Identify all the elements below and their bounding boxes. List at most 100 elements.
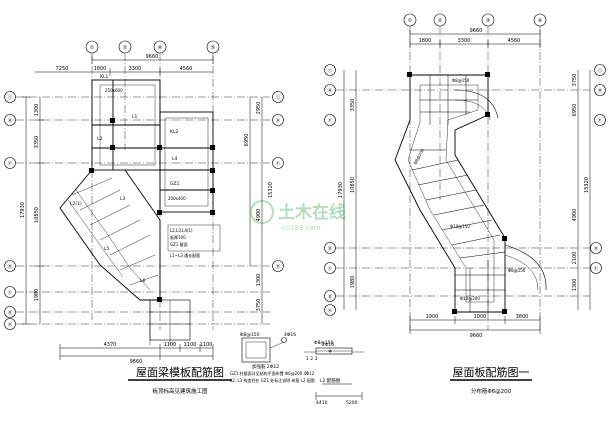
right-left-dim-3: 10850 — [350, 177, 356, 193]
left-top-dim-a: 1800 — [94, 66, 107, 72]
right-top-axis-2: ② — [438, 18, 443, 24]
detail-note-2: L2, L3 构造柱在 GZ1 处标注说明 纵筋 L2 配筋 — [230, 377, 315, 383]
left-note-2: 板厚100 — [170, 234, 186, 240]
left-dim-v2: 3350 — [34, 136, 40, 149]
right-slab — [394, 74, 547, 313]
left-dim-v1: 1300 — [34, 104, 40, 117]
right-top-dim-a: 1800 — [419, 38, 432, 44]
right-bottom-dim-1: 1900 — [426, 314, 439, 320]
left-plan — [4, 40, 284, 381]
left-bottom-total: 9660 — [130, 359, 143, 365]
right-axis-I: Ⓘ — [328, 67, 333, 74]
right-right-dim-6: 1300 — [572, 279, 578, 292]
rebar-label-1: Φ8@150 — [452, 78, 470, 83]
right-axis-H: Ⓗ — [328, 87, 333, 94]
detail-beam-label: L2 配筋图 — [320, 377, 341, 384]
right-top-dimensions — [409, 30, 541, 48]
detail-beam-bot-prefix: 4410 — [316, 400, 328, 406]
left-top-dim-total: 9660 — [146, 54, 159, 60]
right-right-dim-2: 6950 — [572, 104, 578, 117]
right-top-dim-c: 4560 — [508, 38, 521, 44]
left-axis-H-right: Ⓗ — [276, 117, 281, 124]
right-top-dim-total: 9660 — [470, 28, 483, 34]
beam-label-l2-1: L2(1) — [70, 201, 82, 207]
right-axis-C: Ⓒ — [328, 265, 333, 272]
right-plan-subtitle: 分布筋Φ6@200 — [471, 387, 512, 395]
left-dim-v3: 17930 — [20, 202, 26, 218]
left-structure — [59, 79, 214, 345]
beam-label-l5: L5 — [104, 246, 110, 252]
left-top-axis-4: ④ — [158, 45, 163, 51]
left-dim-v4: 10850 — [34, 207, 40, 223]
left-right-dim-2: 6950 — [244, 134, 250, 147]
left-right-dim-1: 2950 — [256, 102, 262, 115]
beam-label-kl2: KL2 — [170, 129, 178, 135]
left-note-1: L2,L3,L4(1) — [170, 228, 193, 233]
left-axis-I-right: Ⓘ — [276, 94, 281, 101]
left-top-dim-left: 7250 — [56, 66, 69, 72]
right-top-dim-b: 3300 — [458, 38, 471, 44]
watermark: 土木在线 co188.com — [250, 200, 346, 232]
left-plan-title: 屋面梁模板配筋图 — [136, 365, 224, 379]
beam-label-l6: L6 — [140, 278, 146, 284]
right-axis-H-east: Ⓗ — [598, 87, 603, 94]
left-right-dim-3: 15320 — [268, 182, 274, 198]
beam-label-l2: L2 — [97, 136, 103, 142]
left-top-dimensions — [35, 56, 214, 76]
left-top-dim-b: 3300 — [129, 66, 142, 72]
left-plan-subtitle: 板顶标高见建筑施工图 — [152, 387, 208, 395]
left-note-4: L1~L3 通长配筋 — [170, 252, 200, 258]
beam-label-l4: L4 — [172, 156, 178, 162]
left-axis-A: Ⓐ — [8, 321, 13, 328]
right-plan-title: 屋面板配筋图一 — [453, 365, 530, 379]
right-axis-B: Ⓑ — [328, 293, 333, 300]
detail-beam-top: 2Φ16 — [322, 342, 334, 348]
right-right-dim-5: 2100 — [572, 252, 578, 265]
right-axis-C-east: Ⓒ — [594, 265, 599, 272]
right-bottom-total: 9660 — [470, 333, 483, 339]
right-axis-I-east: Ⓘ — [598, 67, 603, 74]
left-top-axis-1: ① — [90, 45, 95, 51]
left-top-axis-bubbles — [85, 40, 220, 330]
detail-caption-a: 加强筋 2Φ12 — [252, 363, 279, 370]
right-axis-A: Ⓐ — [328, 307, 333, 314]
rebar-label-4: Φ8@150 — [508, 268, 526, 273]
left-axis-D-right: Ⓓ — [276, 263, 281, 270]
beam-size-a: 250x600 — [105, 88, 123, 93]
right-top-axis-bubbles — [403, 13, 547, 330]
left-axis-C: Ⓒ — [8, 289, 13, 296]
right-columns — [407, 72, 507, 314]
left-axis-I: Ⓘ — [8, 94, 13, 101]
left-side-dimensions — [22, 96, 44, 325]
left-side-axis-bubbles — [4, 91, 270, 330]
right-axis-D-east: Ⓓ — [594, 245, 599, 252]
left-top-dim-c: 4560 — [180, 66, 193, 72]
detail-legend-b: 4Φ16 — [284, 332, 296, 338]
left-bottom-dim-3: 1100 — [184, 342, 197, 348]
detail-section — [241, 337, 364, 400]
right-right-dim-4: 4900 — [572, 209, 578, 222]
left-right-dim-6: 3750 — [256, 299, 262, 312]
detail-note-1: GZ1 柱截面详见结构平面布置 Φ6@200 4Φ12 — [230, 370, 315, 376]
left-right-axis-bubbles — [249, 91, 284, 324]
left-top-axis-2: ② — [123, 45, 128, 51]
watermark-sub: co188.com — [282, 224, 321, 232]
left-axis-D: Ⓓ — [8, 263, 13, 270]
right-side-dimensions — [343, 70, 591, 310]
right-axis-F: Ⓕ — [328, 117, 333, 124]
left-dim-v5: 1980 — [34, 289, 40, 302]
right-top-axis-3: ③ — [486, 18, 490, 24]
right-left-dim-2: 17930 — [338, 182, 344, 198]
watermark-logo-icon — [250, 200, 274, 224]
left-right-dim-5: 1300 — [256, 274, 262, 287]
beam-size-b: 200x400 — [168, 196, 186, 201]
left-bottom-dim-1: 4370 — [104, 342, 117, 348]
right-axis-D: Ⓓ — [328, 245, 333, 252]
detail-beam-bot: 5200 — [346, 400, 358, 406]
beam-label-gz1: GZ1 — [170, 181, 180, 187]
left-columns — [89, 118, 215, 302]
left-top-axis-5: ⑤ — [211, 45, 215, 51]
detail-caption-b: 1 2 3 — [306, 356, 318, 362]
left-axis-H: Ⓗ — [8, 117, 13, 124]
right-left-dim-1: 3350 — [350, 99, 356, 112]
